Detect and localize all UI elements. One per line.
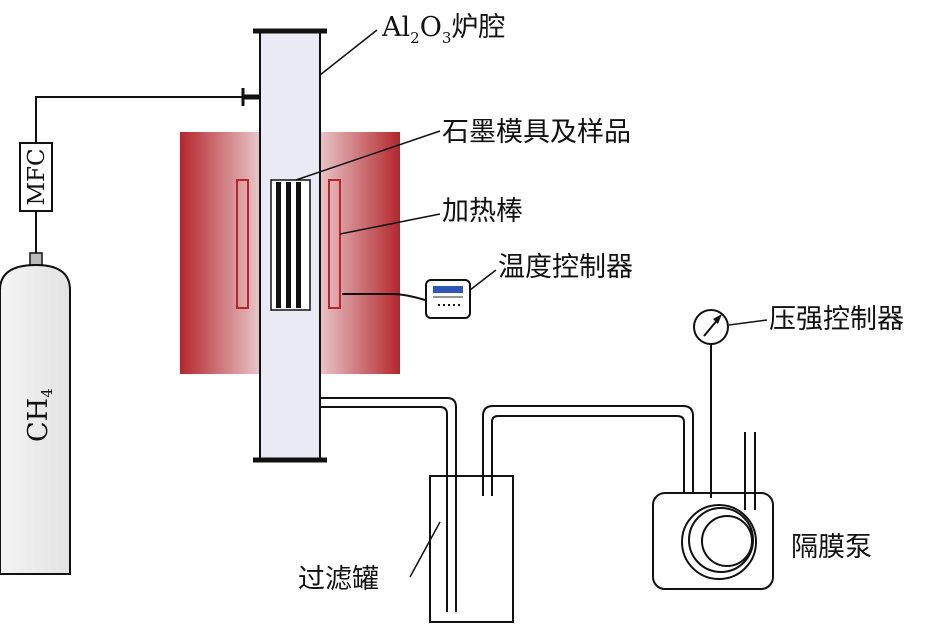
leader-heating-rod xyxy=(339,213,441,235)
leader-pressure-controller xyxy=(728,319,768,326)
cylinder-label-main: CH xyxy=(23,398,54,442)
heating-rod-left xyxy=(236,179,249,309)
mfc-label: MFC xyxy=(24,148,50,205)
leader-graphite-mold xyxy=(295,130,441,181)
leader-temp-controller xyxy=(469,269,497,291)
thermocouple-wire xyxy=(342,293,426,301)
cylinder-body xyxy=(0,263,71,575)
exhaust-line-to-filter xyxy=(320,397,457,612)
ch4-cylinder: CH4 xyxy=(0,252,71,575)
cylinder-label: CH4 xyxy=(23,388,56,442)
heating-rod-right xyxy=(328,179,341,309)
pump-inner-ring xyxy=(688,507,754,573)
mold-plate-2 xyxy=(286,182,291,308)
temperature-controller xyxy=(342,279,471,319)
heating-rod-label: 加热棒 xyxy=(442,196,523,227)
filter-tank-body xyxy=(429,475,514,623)
mold-plate-1 xyxy=(276,182,281,308)
furnace-label-tail: 炉腔 xyxy=(451,12,505,43)
pump-diaphragm xyxy=(701,515,753,567)
cylinder-valve xyxy=(29,252,43,266)
graphite-mold-label: 石墨模具及样品 xyxy=(442,117,631,148)
furnace-label-o: O xyxy=(420,12,442,43)
mold-plate-3 xyxy=(296,182,301,308)
gas-inlet-line xyxy=(35,88,260,255)
leader-filter-tank xyxy=(409,521,441,578)
filter-tank-label: 过滤罐 xyxy=(298,564,379,595)
furnace-label-sub2: 3 xyxy=(442,29,452,47)
temp-controller-box xyxy=(425,279,471,319)
gauge-needle-tip xyxy=(713,314,722,324)
diaphragm-pump-label: 隔膜泵 xyxy=(791,532,872,563)
heater-right-half xyxy=(320,132,400,374)
temp-controller-label: 温度控制器 xyxy=(498,252,633,283)
diaphragm-pump xyxy=(652,432,774,590)
pressure-controller-label: 压强控制器 xyxy=(769,304,904,335)
pressure-controller xyxy=(693,309,729,498)
line-filter-to-pump xyxy=(482,405,694,496)
mfc-box xyxy=(19,142,53,212)
furnace-tube-label: Al2O3炉腔 xyxy=(381,12,505,47)
filter-tank xyxy=(429,475,514,623)
furnace-label-al: Al xyxy=(381,12,410,43)
furnace-label-sub1: 2 xyxy=(410,29,420,47)
temp-display xyxy=(433,286,463,293)
heater-left-half xyxy=(180,132,260,374)
leader-lines xyxy=(295,29,768,578)
mfc-unit: MFC xyxy=(19,142,53,212)
cylinder-label-sub: 4 xyxy=(38,388,56,398)
heater-block xyxy=(180,132,400,374)
graphite-mold xyxy=(270,179,311,311)
leader-furnace-tube xyxy=(319,29,378,76)
